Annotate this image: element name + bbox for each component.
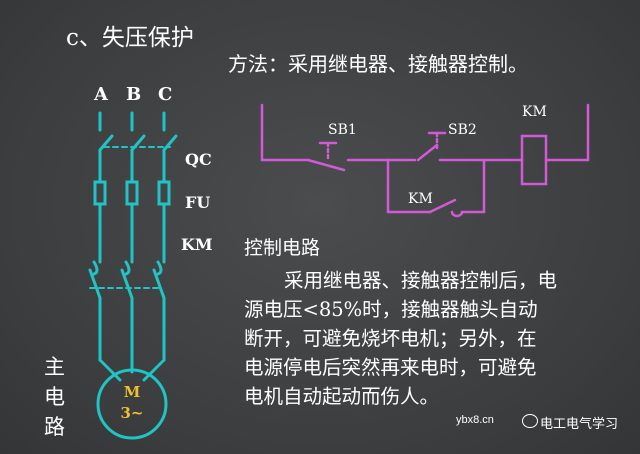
- description-line: 采用继电器、接触器控制后，电: [284, 269, 558, 292]
- km-coil-label: KM: [522, 104, 547, 120]
- fu-label: FU: [185, 193, 211, 212]
- km-label: KM: [181, 235, 213, 254]
- watermark-site: ybx8.cn: [456, 414, 494, 426]
- main-circuit-label-char: 路: [44, 415, 65, 439]
- description-text: 采用继电器、接触器控制后，电 源电压<85%时，接触器触头自动 断开，可避免烧坏…: [244, 266, 634, 411]
- main-circuit-label-char: 主: [44, 355, 65, 379]
- motor-symbol-phase: 3~: [120, 404, 144, 422]
- description-line: 电机自动起动而伤人。: [244, 385, 440, 408]
- km-contact-label: KM: [408, 191, 433, 207]
- phase-a-label: A: [94, 84, 108, 105]
- wechat-icon: [522, 414, 538, 428]
- description-line: 源电压<85%时，接触器触头自动: [244, 298, 538, 321]
- motor-symbol-m: M: [123, 383, 141, 401]
- qc-label: QC: [185, 150, 212, 169]
- description-line: 断开，可避免烧坏电机；另外，在: [244, 327, 537, 350]
- method-text: 方法：采用继电器、接触器控制。: [228, 52, 528, 76]
- sb2-label: SB2: [448, 122, 477, 138]
- description-line: 电源停电后突然再来电时，可避免: [244, 356, 537, 379]
- main-circuit-label-char: 电: [44, 385, 65, 409]
- main-circuit-label: 主 电 路: [44, 352, 68, 442]
- control-circuit: [260, 103, 590, 218]
- phase-c-label: C: [158, 84, 173, 105]
- watermark-brand: 电工电气学习: [540, 416, 619, 431]
- slide-title: c、失压保护: [66, 25, 194, 51]
- phase-b-label: B: [126, 84, 142, 105]
- main-circuit: [88, 111, 178, 440]
- control-circuit-title: 控制电路: [244, 237, 321, 259]
- sb1-label: SB1: [328, 122, 357, 138]
